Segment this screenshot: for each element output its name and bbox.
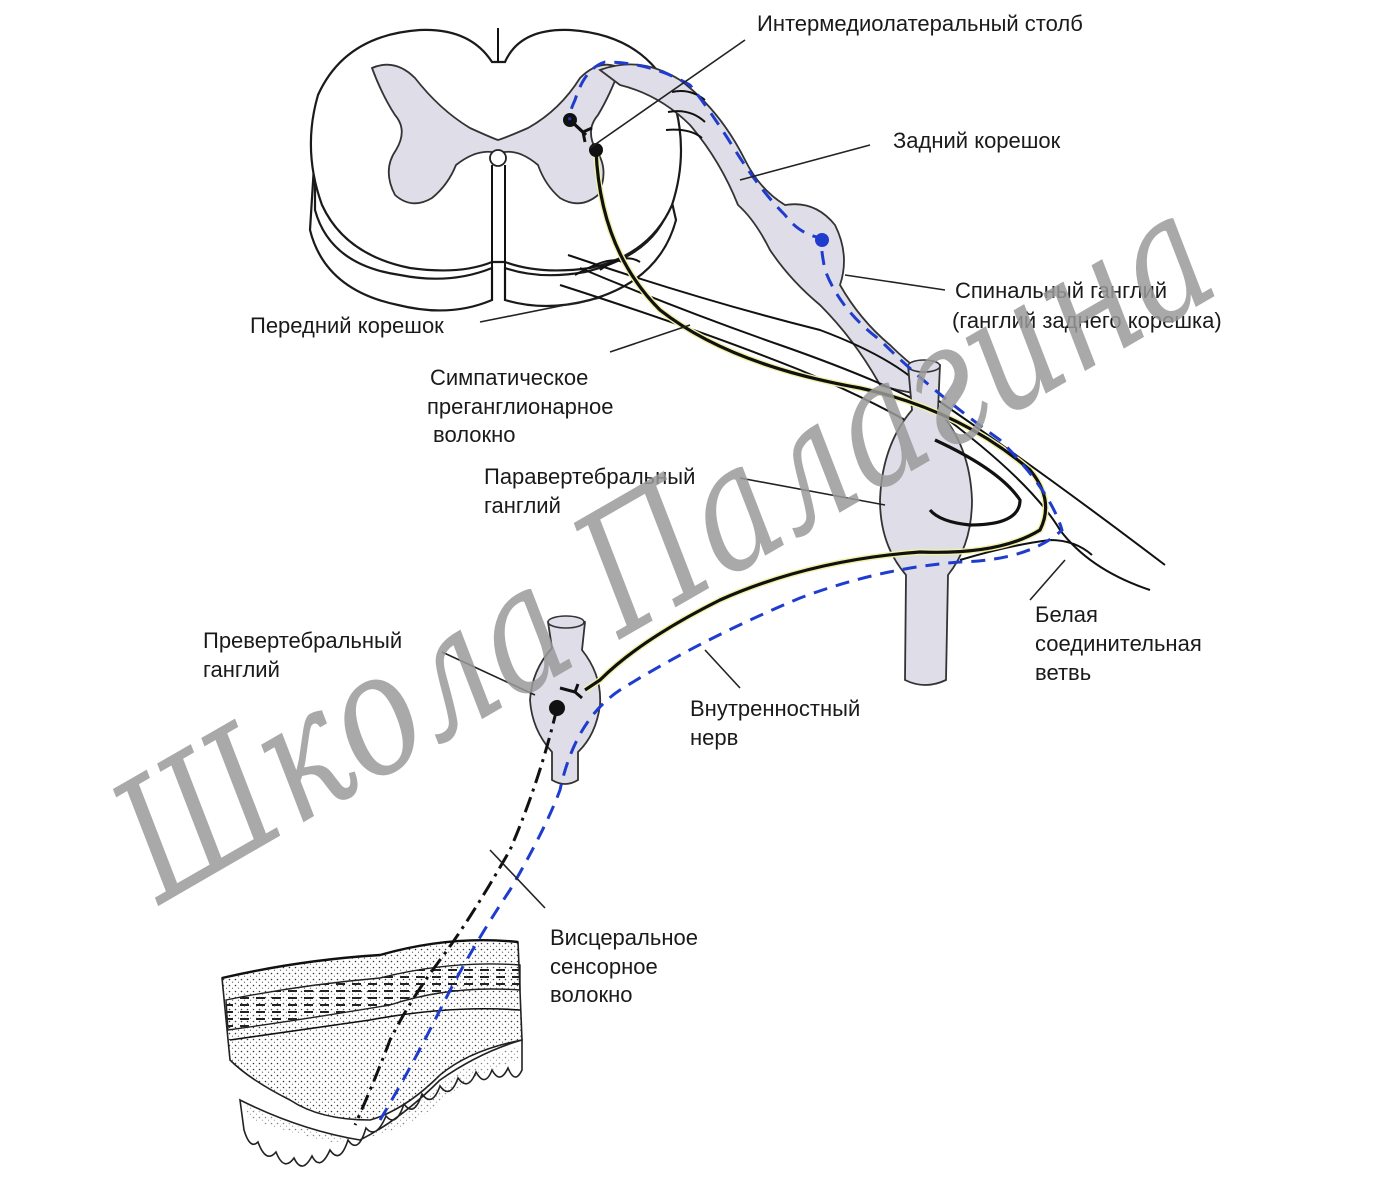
- label-prevertebral-2: ганглий: [203, 657, 280, 682]
- label-spinal-ganglion-note: (ганглий заднего корешка): [952, 308, 1222, 333]
- label-white-ramus-3: ветвь: [1035, 660, 1091, 685]
- label-prevertebral-1: Превертебральный: [203, 628, 402, 653]
- label-dorsal-root: Задний корешок: [893, 128, 1061, 153]
- label-visceral-sensory-2: сенсорное: [550, 954, 658, 979]
- label-paravertebral-2: ганглий: [484, 493, 561, 518]
- label-spinal-ganglion: Спинальный ганглий: [955, 278, 1167, 303]
- label-white-ramus-2: соединительная: [1035, 631, 1202, 656]
- label-ventral-root: Передний корешок: [250, 313, 444, 338]
- label-splanchnic-2: нерв: [690, 725, 738, 750]
- fibers: [353, 60, 1064, 1126]
- watermark-text: Школа Палагина: [79, 154, 1245, 942]
- nerve-roots: [559, 63, 1166, 591]
- label-preganglionic-3: волокно: [433, 422, 516, 447]
- label-visceral-sensory-3: волокно: [550, 982, 633, 1007]
- label-preganglionic-2: преганглионарное: [427, 394, 613, 419]
- spinal-cord: [308, 28, 683, 312]
- label-splanchnic-1: Внутренностный: [690, 696, 860, 721]
- label-visceral-sensory-1: Висцеральное: [550, 925, 698, 950]
- leader-lines: [441, 39, 1066, 909]
- intestinal-wall: [221, 938, 523, 1167]
- visceral-sensory-fiber: [378, 60, 1064, 1121]
- labels: Интермедиолатеральный столб Задний кореш…: [203, 11, 1222, 1007]
- label-intermediolateral-column: Интермедиолатеральный столб: [757, 11, 1083, 36]
- spinal-nerve: [929, 394, 1166, 566]
- label-preganglionic-1: Симпатическое: [430, 365, 588, 390]
- label-white-ramus-1: Белая: [1035, 602, 1098, 627]
- label-paravertebral-1: Паравертебральный: [484, 464, 695, 489]
